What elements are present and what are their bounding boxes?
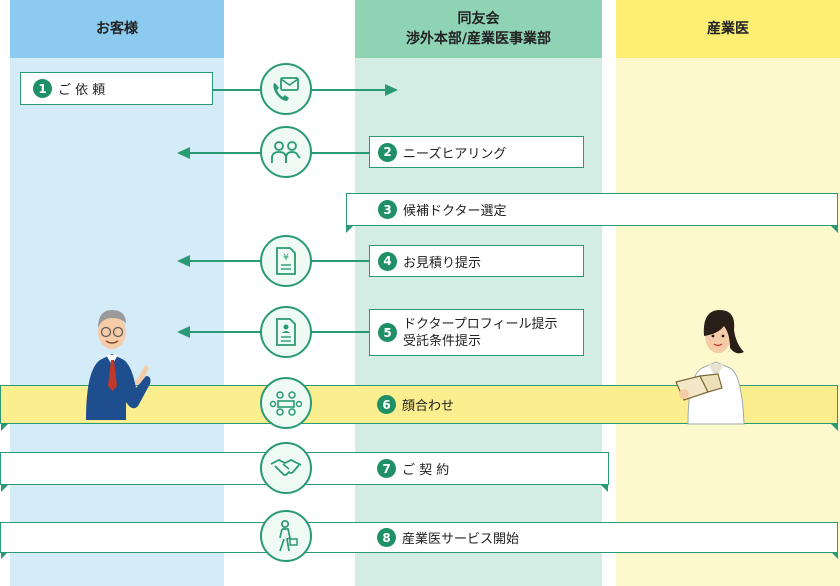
step4-number: 4 <box>378 251 397 271</box>
step3-label: 候補ドクター選定 <box>403 204 507 219</box>
step1-box: 1 ご 依 頼 <box>20 72 213 105</box>
doyukai-column <box>355 0 602 586</box>
step3-number: 3 <box>378 200 397 219</box>
doctor-column <box>616 0 840 586</box>
arrow-left-step2 <box>177 147 190 159</box>
step8-box: 8 産業医サービス開始 <box>0 522 838 553</box>
profile-document-icon <box>260 306 312 358</box>
handshake-icon <box>260 442 312 494</box>
doctor-header: 産業医 <box>616 0 840 58</box>
phone-mail-icon <box>260 63 312 115</box>
step6-number: 6 <box>377 395 396 414</box>
step5-label-line2: 受託条件提示 <box>403 333 482 349</box>
arrow-right-step1 <box>385 84 398 96</box>
step5-number: 5 <box>378 323 397 342</box>
client-header: お客様 <box>10 0 224 58</box>
step8-label: 産業医サービス開始 <box>402 532 520 547</box>
step4-label: お見積り提示 <box>403 255 482 271</box>
doyukai-header-line2: 渉外本部/産業医事業部 <box>405 31 552 47</box>
step6-label: 顔合わせ <box>402 399 455 414</box>
svg-text:¥: ¥ <box>283 253 289 263</box>
doyukai-header-line1: 同友会 <box>457 11 500 27</box>
step5-label-line1: ドクタープロフィール提示 <box>403 316 558 332</box>
doctor-woman-illustration <box>675 310 745 425</box>
arrow-left-step4 <box>177 255 190 267</box>
step1-label: ご 依 頼 <box>58 83 106 98</box>
step4-box: 4 お見積り提示 <box>369 245 584 277</box>
step8-number: 8 <box>377 528 396 547</box>
hearing-people-icon <box>260 126 312 178</box>
arrow-left-step5 <box>177 326 190 338</box>
estimate-yen-icon: ¥ <box>260 235 312 287</box>
step5-box: 5 ドクタープロフィール提示 受託条件提示 <box>369 309 584 356</box>
step2-label: ニーズヒアリング <box>403 146 507 162</box>
step7-number: 7 <box>377 459 396 478</box>
step2-box: 2 ニーズヒアリング <box>369 136 584 168</box>
step1-number: 1 <box>33 79 52 98</box>
meeting-table-icon <box>260 377 312 429</box>
client-businessman-illustration <box>86 310 151 420</box>
step3-box: 3 候補ドクター選定 <box>346 193 838 226</box>
doyukai-header: 同友会 渉外本部/産業医事業部 <box>355 0 602 58</box>
step2-number: 2 <box>378 142 397 162</box>
step7-label: ご 契 約 <box>402 463 450 478</box>
walking-businessman-icon <box>260 510 312 562</box>
